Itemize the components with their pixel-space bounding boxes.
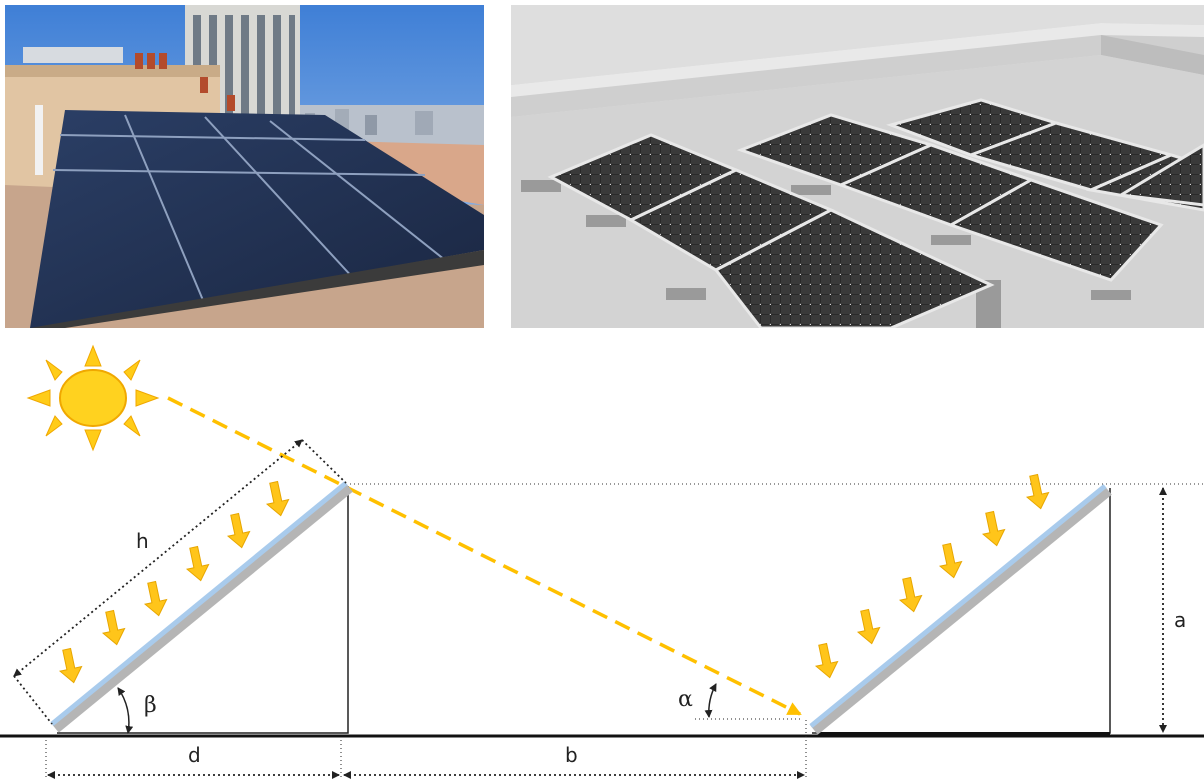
flat-roof-panel-rows-render-icon — [511, 5, 1204, 328]
label-a: a — [1174, 608, 1186, 632]
angle-beta-arc — [117, 687, 134, 734]
left-panel-support-frame — [57, 486, 349, 734]
right-panel-irradiance-arrows — [811, 472, 1053, 681]
left-solar-panel — [50, 481, 353, 733]
rooftop-solar-photo — [5, 5, 484, 328]
flat-roof-render — [511, 5, 1204, 328]
label-b: b — [565, 743, 578, 767]
row-spacing-diagram: h β α d b a — [0, 344, 1204, 779]
right-solar-panel — [809, 484, 1112, 735]
label-alpha: α — [678, 687, 693, 712]
left-panel-irradiance-arrows — [55, 479, 293, 686]
angle-alpha-arc — [704, 683, 717, 718]
label-d: d — [188, 743, 201, 767]
rooftop-solar-array-photo-icon — [5, 5, 484, 328]
label-h: h — [136, 529, 149, 553]
sun-icon — [26, 344, 160, 452]
dimension-h — [13, 439, 303, 677]
sun-ray-line — [167, 396, 802, 716]
label-beta: β — [144, 693, 157, 718]
